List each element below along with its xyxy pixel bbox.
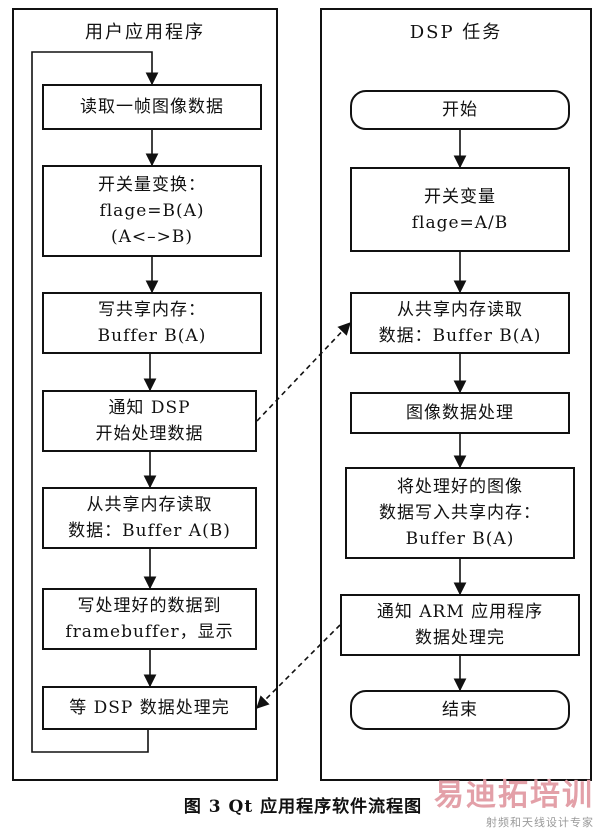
notify-dsp-step: 通知 DSP 开始处理数据 — [42, 390, 257, 452]
step-line: flage=B(A) — [99, 201, 205, 221]
wait-dsp-step: 等 DSP 数据处理完 — [42, 686, 257, 730]
figure-caption: 图 3 Qt 应用程序软件流程图 — [183, 797, 423, 817]
step-line: Buffer B(A) — [405, 529, 515, 549]
notify-dsp-dashed-arrow — [256, 322, 351, 422]
write-framebuffer-step: 写处理好的数据到 framebuffer，显示 — [42, 588, 257, 650]
step-line: 将处理好的图像 — [397, 477, 523, 497]
step-line: 开始处理数据 — [95, 424, 204, 444]
step-line: 结束 — [442, 700, 478, 720]
switch-variable-step: 开关变量 flage=A/B — [350, 167, 570, 252]
loop-back-line — [31, 51, 159, 753]
step-line: framebuffer，显示 — [65, 622, 234, 642]
watermark: 易迪拓培训 射频和天线设计专家 — [434, 770, 594, 830]
step-line: 数据写入共享内存： — [379, 503, 541, 523]
step-line: 开关变量 — [424, 186, 496, 207]
step-line: flage=A/B — [411, 212, 509, 233]
write-result-step: 将处理好的图像 数据写入共享内存： Buffer B(A) — [345, 467, 575, 559]
step-line: 从共享内存读取 — [397, 300, 523, 320]
watermark-subtitle: 射频和天线设计专家 — [486, 816, 594, 829]
step-line: 开始 — [442, 100, 478, 120]
start-terminal: 开始 — [350, 90, 570, 130]
step-line: 从共享内存读取 — [86, 495, 213, 515]
dsp-read-shared-memory-step: 从共享内存读取 数据：Buffer B(A) — [350, 292, 570, 354]
watermark-brand: 易迪拓培训 — [434, 778, 594, 813]
read-shared-memory-step: 从共享内存读取 数据：Buffer A(B) — [42, 487, 257, 549]
end-terminal: 结束 — [350, 690, 570, 730]
notify-arm-dashed-arrow — [256, 624, 341, 709]
step-line: 通知 ARM 应用程序 — [376, 602, 544, 622]
step-line: Buffer B(A) — [97, 326, 207, 346]
user-app-lane-title: 用户应用程序 — [85, 22, 205, 43]
step-line: 图像数据处理 — [406, 403, 514, 423]
step-line: 写处理好的数据到 — [77, 596, 222, 616]
step-line: 开关量变换： — [98, 175, 206, 195]
step-line: 数据：Buffer B(A) — [378, 326, 542, 346]
dsp-task-lane-title: DSP 任务 — [409, 22, 503, 43]
dsp-task-lane — [320, 8, 592, 781]
step-line: (A<–>B) — [110, 227, 194, 247]
step-line: 数据：Buffer A(B) — [68, 521, 231, 541]
image-processing-step: 图像数据处理 — [350, 392, 570, 434]
step-line: 读取一帧图像数据 — [80, 97, 224, 117]
switch-transform-step: 开关量变换： flage=B(A) (A<–>B) — [42, 165, 262, 257]
step-line: 写共享内存： — [98, 300, 206, 320]
step-line: 通知 DSP — [108, 398, 191, 418]
step-line: 等 DSP 数据处理完 — [69, 698, 230, 718]
user-app-lane — [12, 8, 278, 781]
step-line: 数据处理完 — [415, 628, 505, 648]
read-frame-step: 读取一帧图像数据 — [42, 84, 262, 130]
